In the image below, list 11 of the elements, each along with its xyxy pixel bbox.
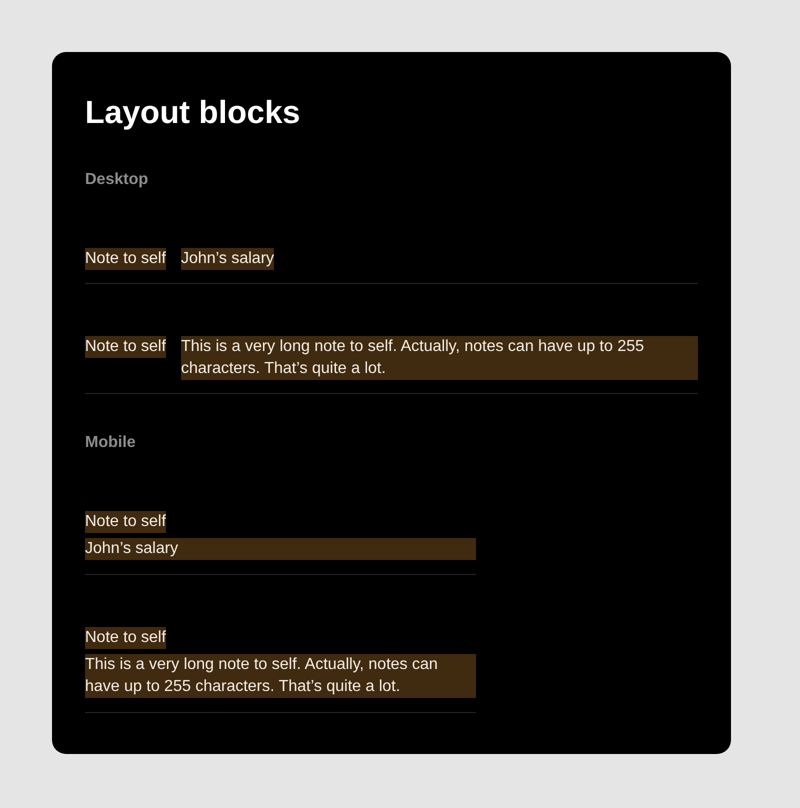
field-label: Note to self: [85, 336, 166, 358]
field-label: Note to self: [85, 627, 166, 649]
page-title: Layout blocks: [85, 93, 300, 131]
field-value: This is a very long note to self. Actually, notes can have up to 255 characters. That’s quite a lot.: [180, 336, 698, 380]
section-heading: Desktop: [85, 170, 148, 190]
field-label: Note to self: [85, 511, 166, 533]
field-value: John’s salary: [85, 538, 476, 560]
field-label: Note to self: [85, 248, 166, 270]
section-heading: Mobile: [85, 433, 136, 453]
field-value: This is a very long note to self. Actually, notes can have up to 255 characters. That’s quite a lot.: [85, 654, 476, 698]
field-value: John’s salary: [180, 248, 274, 270]
